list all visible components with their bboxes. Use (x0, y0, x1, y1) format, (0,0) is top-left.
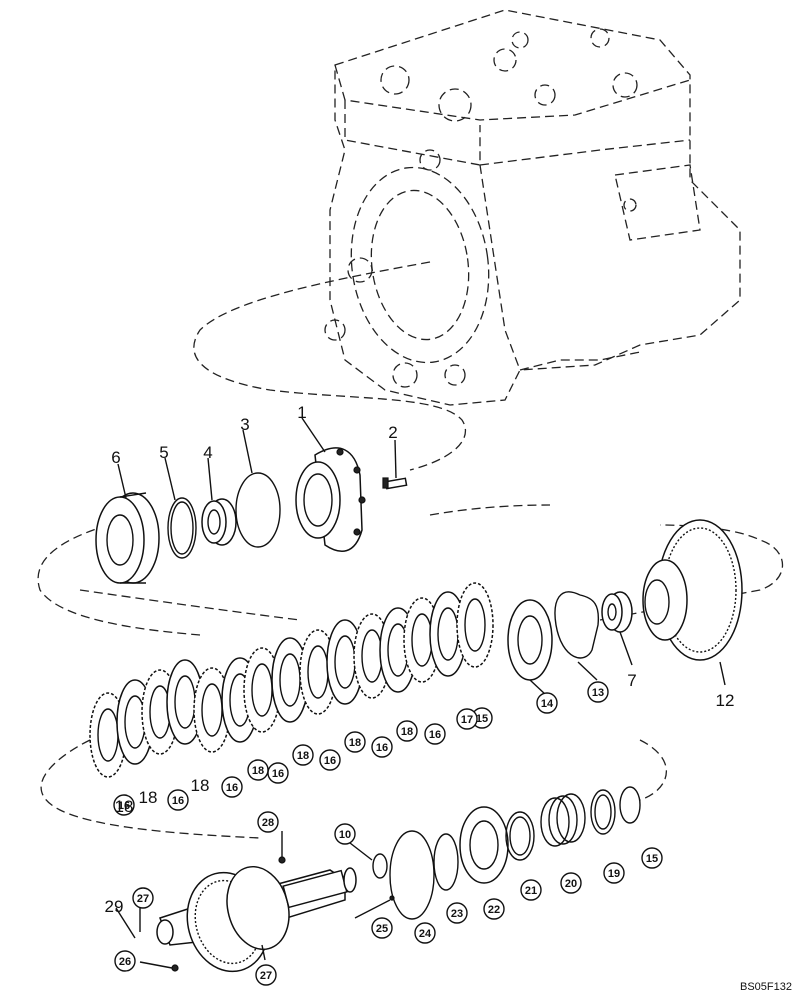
part-13-snap-ring (554, 591, 600, 659)
callout-number: 17 (461, 714, 473, 726)
callout-number: 13 (592, 687, 604, 699)
callout-number: 27 (260, 970, 272, 982)
part-28-washer (372, 853, 388, 879)
callout-number: 20 (565, 878, 577, 890)
callout-number: 18 (191, 776, 210, 795)
part-19-snap-ring (619, 786, 641, 824)
callout-number: 18 (115, 797, 134, 816)
callout-circle (221, 776, 243, 798)
callout-circle (371, 917, 393, 939)
callout-number: 6 (111, 448, 120, 467)
callout-number: 25 (376, 923, 388, 935)
callout-number: 16 (429, 729, 441, 741)
callout-number: 21 (525, 885, 537, 897)
callout-number: 16 (272, 768, 284, 780)
callout-circle (536, 692, 558, 714)
callout-circle (257, 811, 279, 833)
part-1-carrier (295, 447, 366, 552)
callout-number: 4 (203, 443, 212, 462)
callout-number: 28 (262, 817, 274, 829)
callout-circle (344, 731, 366, 753)
callout-number: 24 (419, 928, 432, 940)
part-21-spring (540, 793, 586, 847)
part-20-retainer (590, 789, 616, 835)
callout-circle (319, 749, 341, 771)
part-2-bolt (382, 477, 408, 490)
callout-number: 16 (118, 800, 130, 812)
callout-number: 2 (388, 423, 397, 442)
part-4-bearing (201, 498, 237, 546)
callout-number: 16 (376, 742, 388, 754)
part-23-piston (459, 806, 509, 884)
callout-number: 16 (324, 755, 336, 767)
callout-number: 10 (339, 829, 351, 841)
callout-number: 12 (716, 691, 735, 710)
callout-number: 23 (451, 908, 463, 920)
callout-number: 18 (401, 726, 413, 738)
callout-circle (167, 789, 189, 811)
callout-circle (446, 902, 468, 924)
part-27-plug-upper (278, 856, 286, 864)
part-14-plate (507, 599, 553, 681)
part-27-plug-lower (171, 964, 179, 972)
callout-circle (247, 759, 269, 781)
callout-circle (456, 708, 478, 730)
part-12-gear (642, 519, 743, 661)
leader-lines (115, 417, 726, 969)
callout-circle (424, 723, 446, 745)
callout-circle (483, 898, 505, 920)
callout-circle (587, 681, 609, 703)
transmission-housing (324, 9, 741, 406)
part-22-seal (505, 811, 535, 861)
callout-number: 15 (646, 853, 658, 865)
callout-circle (603, 862, 625, 884)
part-26-shaft-assembly (156, 865, 357, 973)
callout-number: 16 (172, 795, 184, 807)
callout-number: 18 (349, 737, 361, 749)
friction-plate (456, 582, 494, 668)
plate-bore (464, 598, 486, 652)
callout-number: 26 (119, 956, 131, 968)
callout-circle (371, 736, 393, 758)
callout-number: 22 (488, 904, 500, 916)
callout-number: 18 (252, 765, 264, 777)
callout-circle (560, 872, 582, 894)
plate-bore (279, 653, 301, 707)
callout-circle (292, 744, 314, 766)
clutch-pack (89, 582, 494, 778)
callout-number: 18 (297, 750, 309, 762)
callout-number: 19 (608, 868, 620, 880)
callout-number: 27 (137, 893, 149, 905)
part-6-bearing (95, 492, 160, 584)
part-7-bearing (601, 591, 633, 633)
callout-number: 14 (541, 698, 554, 710)
callout-circle (520, 879, 542, 901)
part-24-seal-ring (433, 833, 459, 891)
callout-circle (414, 922, 436, 944)
drawing-reference: BS05F132 (740, 981, 792, 993)
callout-circle (396, 720, 418, 742)
callout-number: 1 (297, 403, 306, 422)
callout-circle (114, 950, 136, 972)
callout-number: 29 (105, 897, 124, 916)
callout-circle (641, 847, 663, 869)
callout-number: 18 (139, 788, 158, 807)
callout-number: 7 (627, 671, 636, 690)
part-25-seal-ring (389, 830, 435, 920)
callout-circle (255, 964, 277, 986)
callout-circle (113, 794, 135, 816)
part-3-o-ring (235, 472, 281, 548)
callout-number: 15 (476, 713, 488, 725)
callout-labels: 1234567121314151716181618161816181618161… (105, 403, 735, 986)
part-5-snap-ring (167, 497, 197, 559)
callout-circle (334, 823, 356, 845)
callout-number: 16 (226, 782, 238, 794)
callout-number: 5 (159, 443, 168, 462)
callout-number: 3 (240, 415, 249, 434)
callout-circle (132, 887, 154, 909)
